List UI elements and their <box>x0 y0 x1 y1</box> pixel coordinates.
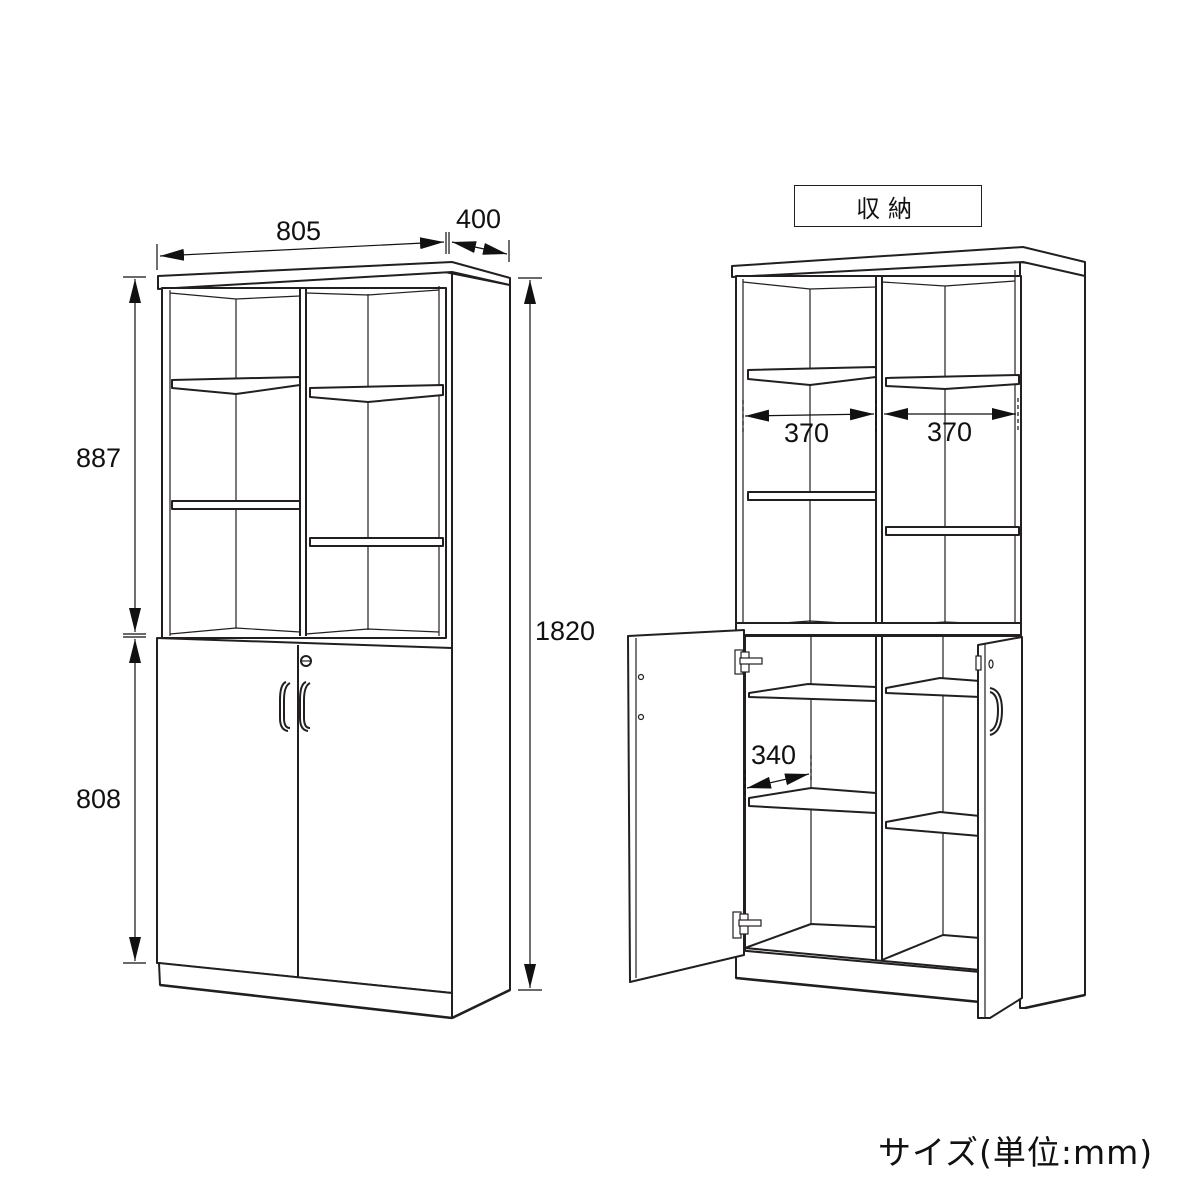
lock-icon <box>300 655 312 667</box>
dimension-inner-depth <box>746 773 810 789</box>
shelf <box>747 491 877 501</box>
hinge-icon <box>732 911 762 939</box>
open-door-right <box>977 636 1023 1019</box>
dim-total-height-label: 1820 <box>535 616 595 646</box>
dim-inner-depth-label: 340 <box>751 740 796 770</box>
units-note: サイズ(単位:mm) <box>878 1133 1154 1172</box>
handle-icon <box>989 687 1003 736</box>
dim-width-label: 805 <box>276 216 321 246</box>
left-cabinet <box>156 261 511 1020</box>
dim-upper-height-label: 887 <box>76 443 121 473</box>
handle-right-icon <box>299 681 309 732</box>
handle-left-icon <box>279 681 289 732</box>
hinge-icon <box>734 649 763 675</box>
dimension-inner-width-left <box>744 408 875 422</box>
shelf <box>748 787 877 814</box>
shelf <box>309 384 444 403</box>
dim-inner-width-right-label: 370 <box>927 417 972 447</box>
shelf <box>748 683 877 702</box>
right-dimensions: 370 370 340 <box>742 398 1019 800</box>
shelf <box>885 677 981 698</box>
open-door-left <box>627 629 745 983</box>
shelf <box>885 374 1020 390</box>
dim-inner-width-left-label: 370 <box>784 418 829 448</box>
shelf <box>171 376 301 395</box>
left-dimensions: 805 400 887 808 1820 <box>76 204 595 991</box>
dim-depth-label: 400 <box>456 204 501 234</box>
shelf <box>171 500 301 510</box>
dimension-depth <box>451 241 508 255</box>
shelf <box>885 526 1020 536</box>
shelf <box>747 366 877 386</box>
shelf <box>309 537 444 547</box>
dimension-width <box>159 237 445 261</box>
right-cabinet <box>627 246 1086 1019</box>
dim-lower-height-label: 808 <box>76 784 121 814</box>
storage-label: 収納 <box>794 185 982 227</box>
storage-label-text: 収納 <box>856 194 920 223</box>
shelf <box>885 811 981 837</box>
